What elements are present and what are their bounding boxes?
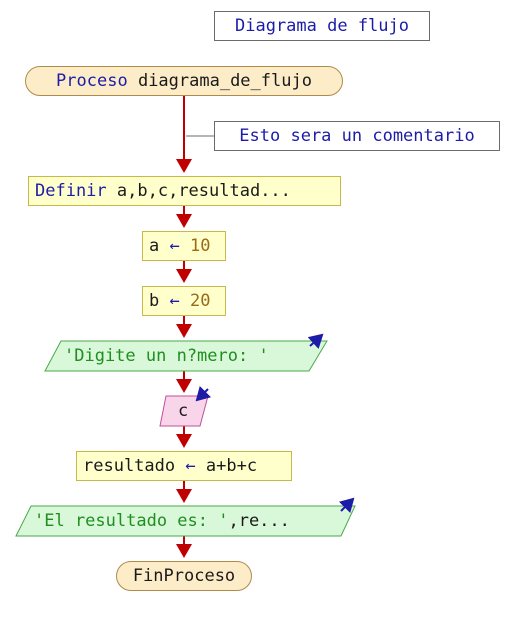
output-text[interactable]: 'Digite un n?mero: ' <box>64 346 269 366</box>
output-string: 'El resultado es: ' <box>34 511 229 531</box>
assign-b-block[interactable]: b ← 20 <box>142 286 226 316</box>
assign-arrow-icon: ← <box>185 456 196 476</box>
input-arrow-icon <box>195 385 212 402</box>
output-rest: ,re... <box>228 511 290 531</box>
start-terminal[interactable]: Proceso diagrama_de_flujo <box>25 66 343 96</box>
assign-arrow-icon: ← <box>169 236 180 256</box>
diagram-title-text: Diagrama de flujo <box>235 16 409 36</box>
assign-value: 20 <box>190 291 211 311</box>
define-vars: a,b,c,resultad... <box>116 181 291 201</box>
diagram-title: Diagrama de flujo <box>214 11 430 41</box>
output-shape <box>44 340 328 372</box>
assign-var: a <box>149 236 160 256</box>
assign-value: 10 <box>190 236 211 256</box>
start-keyword: Proceso <box>56 71 128 91</box>
assign-var: resultado <box>83 456 176 476</box>
process-name: diagrama_de_flujo <box>137 71 312 91</box>
output-shape <box>15 505 356 537</box>
assign-arrow-icon: ← <box>169 291 180 311</box>
define-keyword: Definir <box>35 181 107 201</box>
assign-expr: a+b+c <box>205 456 258 476</box>
comment-box[interactable]: Esto sera un comentario <box>214 121 500 151</box>
input-shape <box>159 395 209 427</box>
comment-text: Esto sera un comentario <box>239 126 475 146</box>
assign-result-block[interactable]: resultado ← a+b+c <box>76 451 292 481</box>
end-terminal[interactable]: FinProceso <box>116 561 252 591</box>
assign-var: b <box>149 291 160 311</box>
define-block[interactable]: Definir a,b,c,resultad... <box>28 176 341 206</box>
output-arrow-icon <box>307 333 324 350</box>
end-label: FinProceso <box>132 566 236 586</box>
assign-a-block[interactable]: a ← 10 <box>142 231 226 261</box>
input-var[interactable]: c <box>178 401 189 421</box>
output-arrow-icon <box>338 497 355 514</box>
output-text[interactable]: 'El resultado es: ',re... <box>34 511 290 531</box>
